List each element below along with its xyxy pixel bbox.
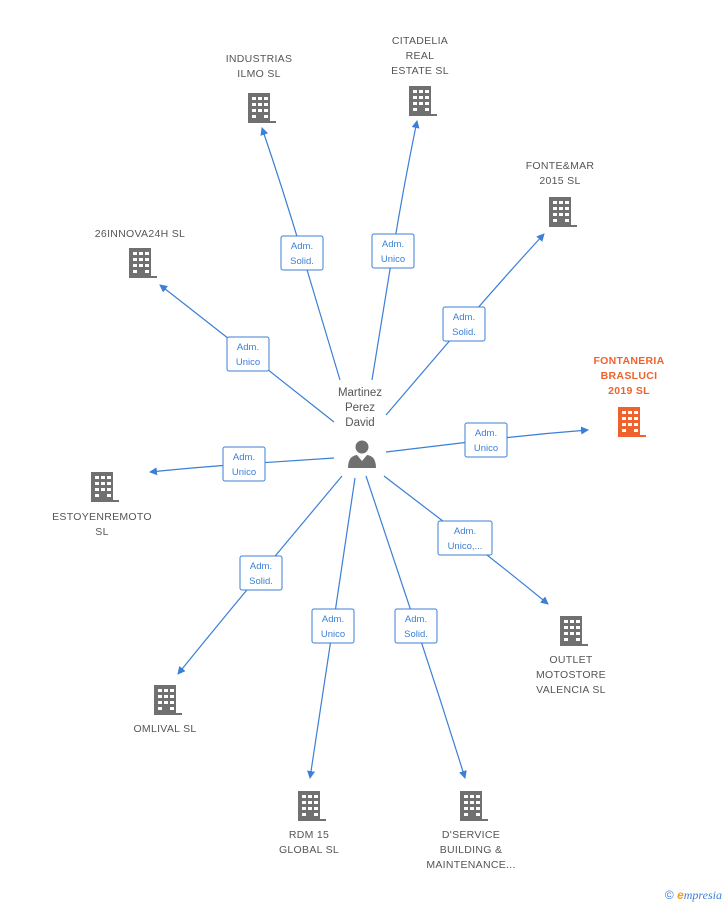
company-node-fontaneria[interactable]: FONTANERIA BRASLUCI 2019 SL: [593, 355, 664, 437]
role-text: Solid.: [404, 629, 428, 640]
role-text: Solid.: [452, 327, 476, 338]
role-text: Adm.: [291, 241, 313, 252]
building-icon: [560, 616, 588, 646]
role-text: Unico: [236, 357, 260, 368]
company-label: FONTE&MAR: [526, 160, 595, 172]
company-label: D'SERVICE: [442, 829, 500, 841]
person-icon: [348, 440, 376, 468]
company-label: ILMO SL: [237, 68, 281, 80]
company-node-innova[interactable]: 26INNOVA24H SL: [95, 228, 185, 278]
company-node-fontemar[interactable]: FONTE&MAR 2015 SL: [526, 160, 595, 227]
role-text: Adm.: [250, 561, 272, 572]
company-node-omlival[interactable]: OMLIVAL SL: [133, 685, 196, 735]
role-text: Adm.: [475, 428, 497, 439]
company-label: REAL: [406, 50, 435, 62]
copyright-mark: ©: [664, 888, 674, 902]
role-badge-industrias[interactable]: Adm. Solid.: [280, 235, 324, 271]
role-text: Unico: [474, 443, 498, 454]
footer-brand: © empresia: [665, 888, 722, 903]
company-label: GLOBAL SL: [279, 844, 339, 856]
role-badge-rdm[interactable]: Adm. Unico: [311, 608, 355, 644]
role-text: Unico: [381, 254, 405, 265]
company-label: ESTOYENREMOTO: [52, 511, 152, 523]
person-name: Perez: [345, 402, 375, 414]
building-icon: [460, 791, 488, 821]
building-icon: [91, 472, 119, 502]
building-icon: [549, 197, 577, 227]
company-node-outlet[interactable]: OUTLET MOTOSTORE VALENCIA SL: [536, 616, 606, 696]
role-text: Unico: [321, 629, 345, 640]
role-text: Adm.: [233, 452, 255, 463]
company-label: RDM 15: [289, 829, 329, 841]
company-label: SL: [95, 526, 108, 538]
company-label: 2019 SL: [608, 385, 650, 397]
role-badge-fontaneria[interactable]: Adm. Unico: [464, 422, 508, 458]
company-node-estoyen[interactable]: ESTOYENREMOTO SL: [52, 472, 152, 538]
role-text: Adm.: [237, 342, 259, 353]
company-label: CITADELIA: [392, 35, 448, 47]
person-name: David: [345, 417, 374, 429]
company-label: MOTOSTORE: [536, 669, 606, 681]
brand-initial: e: [677, 888, 684, 902]
role-badge-omlival[interactable]: Adm. Solid.: [239, 555, 283, 591]
company-label: BRASLUCI: [601, 370, 658, 382]
role-text: Unico,...: [448, 541, 483, 552]
company-label: OUTLET: [549, 654, 593, 666]
company-label: MAINTENANCE...: [426, 859, 515, 871]
building-icon: [618, 407, 646, 437]
company-label: VALENCIA SL: [536, 684, 606, 696]
role-text: Adm.: [382, 239, 404, 250]
role-badge-outlet[interactable]: Adm. Unico,...: [437, 520, 493, 556]
role-text: Adm.: [322, 614, 344, 625]
role-text: Solid.: [249, 576, 273, 587]
building-icon: [298, 791, 326, 821]
role-text: Adm.: [453, 312, 475, 323]
role-badge-citadelia[interactable]: Adm. Unico: [371, 233, 415, 269]
company-node-citadelia[interactable]: CITADELIA REAL ESTATE SL: [391, 35, 449, 116]
building-icon: [248, 93, 276, 123]
building-icon: [409, 86, 437, 116]
company-label: 2015 SL: [539, 175, 580, 187]
company-node-industrias[interactable]: INDUSTRIAS ILMO SL: [226, 53, 293, 123]
company-label: BUILDING &: [440, 844, 503, 856]
company-label: OMLIVAL SL: [133, 723, 196, 735]
company-node-rdm[interactable]: RDM 15 GLOBAL SL: [279, 791, 339, 856]
company-label: ESTATE SL: [391, 65, 449, 77]
role-badge-estoyen[interactable]: Adm. Unico: [222, 446, 266, 482]
company-label: INDUSTRIAS: [226, 53, 293, 65]
company-label: FONTANERIA: [593, 355, 664, 367]
role-badge-innova[interactable]: Adm. Unico: [226, 336, 270, 372]
brand-name: mpresia: [683, 888, 722, 902]
person-name: Martinez: [338, 387, 382, 399]
company-label: 26INNOVA24H SL: [95, 228, 185, 240]
role-badge-dservice[interactable]: Adm. Solid.: [394, 608, 438, 644]
role-text: Solid.: [290, 256, 314, 267]
role-badge-fontemar[interactable]: Adm. Solid.: [442, 306, 486, 342]
role-text: Unico: [232, 467, 256, 478]
building-icon: [154, 685, 182, 715]
role-text: Adm.: [454, 526, 476, 537]
building-icon: [129, 248, 157, 278]
role-text: Adm.: [405, 614, 427, 625]
company-node-dservice[interactable]: D'SERVICE BUILDING & MAINTENANCE...: [426, 791, 515, 871]
